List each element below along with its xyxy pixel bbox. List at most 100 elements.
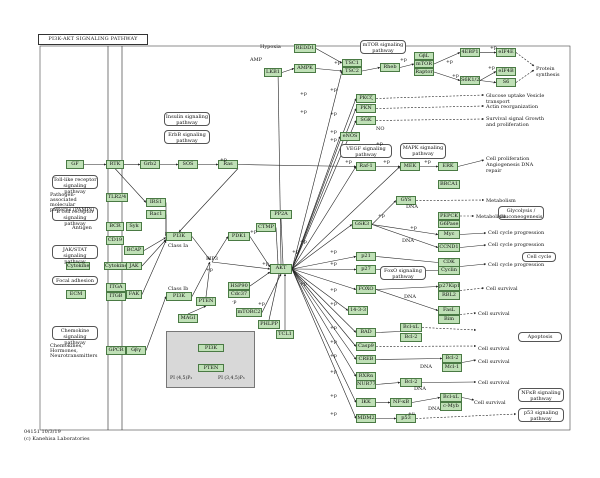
gene-p21[interactable]: p21 xyxy=(356,252,376,261)
gene-gpcr[interactable]: GPCR xyxy=(106,346,126,355)
gene-hsp90[interactable]: HSP90 xyxy=(228,282,250,290)
gene-itga[interactable]: ITGA xyxy=(106,283,126,292)
map-cellcycle[interactable]: Cell cycle xyxy=(522,252,556,262)
gene-tcl1[interactable]: TCL1 xyxy=(276,330,294,339)
gene-mek[interactable]: MEK xyxy=(400,162,420,171)
gene-itgb[interactable]: ITGB xyxy=(106,292,126,301)
gene-creb[interactable]: CREB xyxy=(356,355,376,364)
gene-bcl2c[interactable]: Bcl-2 xyxy=(400,378,422,387)
gene-lkb1[interactable]: LKB1 xyxy=(264,68,282,77)
map-p53[interactable]: p53 signaling pathway xyxy=(518,408,564,422)
gene-redd1[interactable]: REDD1 xyxy=(294,44,316,53)
gene-eif4b[interactable]: eIF4B xyxy=(496,67,516,76)
gene-enos[interactable]: eNOS xyxy=(340,132,360,141)
gene-rheb[interactable]: Rheb xyxy=(380,63,400,72)
gene-pkn[interactable]: PKN xyxy=(356,104,376,113)
gene-tlr24[interactable]: TLR2/4 xyxy=(106,193,128,202)
gene-ccnd1[interactable]: CCND1 xyxy=(438,243,460,252)
gene-ampk[interactable]: AMPK xyxy=(294,64,316,73)
gene-bcr[interactable]: BCR xyxy=(106,222,124,231)
gene-ikk[interactable]: IKK xyxy=(356,398,376,407)
gene-bcl2b[interactable]: Bcl-2 xyxy=(442,354,462,363)
gene-sos[interactable]: SOS xyxy=(178,160,198,169)
gene-s6[interactable]: S6 xyxy=(496,78,516,87)
gene-g6pase[interactable]: G6Pase xyxy=(438,220,460,228)
gene-magi[interactable]: MAGI xyxy=(178,314,198,323)
gene-tsc1[interactable]: TSC1 xyxy=(342,59,362,67)
gene-jak[interactable]: JAK xyxy=(126,262,142,270)
map-focal[interactable]: Focal adhesion xyxy=(52,276,98,285)
map-nfkb[interactable]: NFκB signaling pathway xyxy=(518,388,564,402)
map-mtor[interactable]: mTOR signaling pathway xyxy=(360,40,406,54)
gene-p27[interactable]: p27 xyxy=(356,265,376,274)
gene-bad[interactable]: BAD xyxy=(356,328,376,337)
gene-gys[interactable]: GYS xyxy=(396,196,416,205)
map-glyco[interactable]: Glycolysis / Gluconeogenesis xyxy=(498,206,544,220)
map-apoptosis[interactable]: Apoptosis xyxy=(518,332,562,342)
gene-bcap[interactable]: BCAP xyxy=(124,246,144,255)
gene-mtor[interactable]: mTOR xyxy=(414,60,434,68)
gene-grb2[interactable]: Grb2 xyxy=(140,160,160,169)
gene-gbl[interactable]: GβL xyxy=(414,52,434,60)
gene-pkcz[interactable]: PKCζ xyxy=(356,94,376,103)
gene-bclxl[interactable]: Bcl-xL xyxy=(400,323,422,332)
gene-fak[interactable]: FAK xyxy=(126,290,142,299)
gene-pepck[interactable]: PEPCK xyxy=(438,212,460,220)
gene-cdc37[interactable]: Cdc37 xyxy=(228,290,250,298)
map-jak[interactable]: JAK/STAT signaling pathway xyxy=(52,245,98,265)
gene-p53[interactable]: p53 xyxy=(396,414,416,423)
inset-pten-box[interactable]: PTEN xyxy=(198,364,224,372)
map-mapk[interactable]: MAPK signaling pathway xyxy=(400,143,446,159)
gene-ctmp[interactable]: CTMP xyxy=(256,223,276,232)
gene-nfkb[interactable]: NF-κB xyxy=(390,398,412,407)
gene-pdk1[interactable]: PDK1 xyxy=(228,232,250,241)
gene-akt[interactable]: AKT xyxy=(270,264,292,274)
inset-pi3k-box[interactable]: PI3K xyxy=(198,344,224,352)
gene-pp2a[interactable]: PP2A xyxy=(270,210,292,219)
map-insulin[interactable]: Insulin signaling pathway xyxy=(164,112,210,126)
gene-eif4e[interactable]: eIF4E xyxy=(496,48,516,57)
map-vegf[interactable]: VEGF signaling pathway xyxy=(340,144,392,158)
gene-foxo[interactable]: FOXO xyxy=(356,285,376,294)
gene-rtk[interactable]: RTK xyxy=(106,160,124,169)
gene-pi3k_ib[interactable]: PI3K xyxy=(166,292,192,301)
gene-casp9[interactable]: Casp9 xyxy=(356,342,376,351)
gene-rbl2[interactable]: RBL2 xyxy=(438,291,460,300)
gene-cytokiner[interactable]: CytokineR xyxy=(104,262,128,270)
gene-raf1[interactable]: Raf-1 xyxy=(356,162,376,171)
gene-syk[interactable]: Syk xyxy=(126,222,142,231)
gene-bclxl2[interactable]: Bcl-xL xyxy=(440,393,462,402)
gene-gf[interactable]: GF xyxy=(66,160,84,169)
gene-sgk[interactable]: SGK xyxy=(356,116,376,125)
gene-4ebp1[interactable]: 4EBP1 xyxy=(460,48,480,57)
gene-brca1[interactable]: BRCA1 xyxy=(438,180,460,189)
gene-irs1[interactable]: IRS1 xyxy=(146,198,166,207)
gene-gsk3[interactable]: GSK3 xyxy=(352,220,372,229)
map-tlr[interactable]: Toll-like receptor signaling pathway xyxy=(52,175,98,195)
gene-cd19[interactable]: CD19 xyxy=(106,236,124,245)
gene-bcl2a[interactable]: Bcl-2 xyxy=(400,333,422,342)
gene-1433[interactable]: 14-3-3 xyxy=(348,306,368,315)
gene-ras[interactable]: Ras xyxy=(218,160,238,169)
gene-phlpp[interactable]: PHLPP xyxy=(258,320,280,329)
map-erbb[interactable]: ErbB signaling pathway xyxy=(164,130,210,144)
gene-gby[interactable]: Gβγ xyxy=(126,346,146,355)
gene-fasl[interactable]: FasL xyxy=(438,306,460,315)
gene-bim[interactable]: Bim xyxy=(438,315,460,324)
map-foxo[interactable]: FoxO signaling pathway xyxy=(380,266,426,280)
gene-cyclin[interactable]: Cyclin xyxy=(438,266,460,275)
gene-tsc2[interactable]: TSC2 xyxy=(342,67,362,75)
gene-p27kip1[interactable]: p27Kip1 xyxy=(438,282,460,291)
gene-pi3k_ia[interactable]: PI3K xyxy=(166,232,192,241)
gene-cmyb[interactable]: c-Myb xyxy=(440,402,462,411)
gene-mdm2[interactable]: MDM2 xyxy=(356,414,376,423)
gene-rac1[interactable]: Rac1 xyxy=(146,210,166,219)
gene-pten[interactable]: PTEN xyxy=(196,297,216,306)
gene-ecm[interactable]: ECM xyxy=(66,290,86,299)
gene-nur77[interactable]: NUR77 xyxy=(356,380,376,389)
gene-s6k12[interactable]: S6K1/2 xyxy=(460,76,480,85)
gene-mtorc2[interactable]: mTORC2 xyxy=(236,308,262,317)
map-bcr[interactable]: B cell receptor signaling pathway xyxy=(52,207,98,227)
gene-cytokine[interactable]: Cytokine xyxy=(66,262,90,270)
gene-myc[interactable]: Myc xyxy=(438,230,460,239)
